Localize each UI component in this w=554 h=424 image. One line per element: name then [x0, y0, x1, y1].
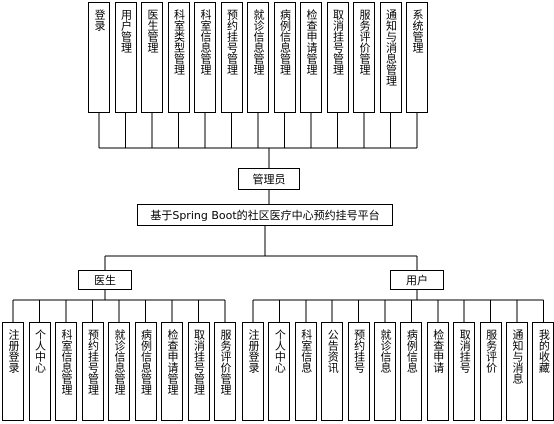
admin-module-label: 系统管理: [411, 9, 424, 53]
user-module-label: 科室信息: [299, 329, 313, 373]
admin-module-label: 病例信息管理: [278, 9, 292, 75]
admin-module-box: 用户管理: [114, 2, 137, 113]
user-module-box: 服务评价: [479, 322, 502, 421]
admin-module-label: 预约挂号管理: [225, 9, 239, 75]
doctor-module-box: 注册登录: [2, 322, 24, 421]
user-module-box: 公告资讯: [321, 322, 344, 421]
admin-module-label: 登录: [93, 9, 106, 31]
doctor-module-label: 取消挂号管理: [192, 329, 206, 395]
admin-module-box: 登录: [88, 2, 110, 113]
user-module-box: 注册登录: [242, 322, 264, 421]
admin-module-box: 检查申请管理: [300, 2, 322, 113]
admin-module-box: 病例信息管理: [273, 2, 296, 113]
admin-module-label: 医生管理: [146, 9, 159, 53]
admin-module-label: 科室类型管理: [172, 9, 186, 75]
doctor-node: 医生: [78, 270, 132, 290]
user-node-label: 用户: [406, 274, 428, 287]
user-module-box: 科室信息: [294, 322, 317, 421]
admin-module-box: 服务评价管理: [353, 2, 375, 113]
user-module-label: 公告资讯: [326, 329, 340, 373]
admin-module-label: 通知与消息管理: [384, 9, 398, 86]
user-module-box: 检查申请: [426, 322, 449, 421]
admin-module-box: 预约挂号管理: [220, 2, 243, 113]
user-module-label: 检查申请: [431, 329, 445, 373]
user-module-label: 我的收藏: [537, 329, 551, 373]
admin-module-box: 就诊信息管理: [247, 2, 269, 113]
doctor-module-box: 预约挂号管理: [81, 322, 104, 421]
user-module-label: 病例信息: [405, 329, 419, 373]
doctor-module-box: 取消挂号管理: [187, 322, 210, 421]
admin-module-box: 科室类型管理: [167, 2, 190, 113]
user-module-label: 取消挂号: [458, 329, 472, 373]
admin-module-box: 通知与消息管理: [379, 2, 402, 113]
user-module-label: 个人中心: [273, 329, 287, 373]
user-node: 用户: [390, 270, 444, 290]
admin-module-box: 系统管理: [406, 2, 428, 113]
doctor-module-label: 科室信息管理: [60, 329, 73, 395]
admin-module-label: 检查申请管理: [305, 9, 318, 75]
doctor-module-label: 个人中心: [33, 329, 47, 373]
admin-module-label: 取消挂号管理: [331, 9, 345, 75]
doctor-node-label: 医生: [94, 274, 116, 287]
user-module-label: 服务评价: [484, 329, 498, 373]
doctor-module-box: 就诊信息管理: [108, 322, 130, 421]
user-module-label: 就诊信息: [379, 329, 392, 373]
root-node: 基于Spring Boot的社区医疗中心预约挂号平台: [137, 204, 393, 226]
doctor-module-label: 服务评价管理: [219, 329, 232, 395]
doctor-module-box: 检查申请管理: [161, 322, 183, 421]
doctor-module-box: 服务评价管理: [214, 322, 236, 421]
admin-module-box: 医生管理: [141, 2, 163, 113]
doctor-module-box: 个人中心: [28, 322, 51, 421]
user-module-box: 就诊信息: [374, 322, 396, 421]
admin-module-label: 用户管理: [119, 9, 133, 53]
doctor-module-label: 检查申请管理: [166, 329, 179, 395]
user-module-box: 病例信息: [400, 322, 423, 421]
user-module-label: 注册登录: [247, 329, 260, 373]
root-node-label: 基于Spring Boot的社区医疗中心预约挂号平台: [150, 209, 380, 222]
doctor-module-box: 病例信息管理: [134, 322, 157, 421]
doctor-module-box: 科室信息管理: [55, 322, 77, 421]
admin-node-label: 管理员: [252, 173, 286, 186]
user-module-box: 我的收藏: [532, 322, 554, 421]
doctor-module-label: 注册登录: [7, 329, 20, 373]
user-module-box: 个人中心: [268, 322, 291, 421]
user-module-box: 预约挂号: [347, 322, 370, 421]
user-module-box: 取消挂号: [453, 322, 476, 421]
doctor-module-label: 病例信息管理: [139, 329, 153, 395]
admin-module-label: 科室信息管理: [199, 9, 212, 75]
user-module-box: 通知与消息: [506, 322, 528, 421]
doctor-module-label: 就诊信息管理: [113, 329, 126, 395]
admin-module-label: 就诊信息管理: [252, 9, 265, 75]
admin-module-label: 服务评价管理: [358, 9, 371, 75]
user-module-label: 通知与消息: [511, 329, 524, 384]
admin-module-box: 科室信息管理: [194, 2, 216, 113]
doctor-module-label: 预约挂号管理: [86, 329, 100, 395]
user-module-label: 预约挂号: [352, 329, 366, 373]
admin-module-box: 取消挂号管理: [326, 2, 349, 113]
admin-node: 管理员: [238, 168, 300, 190]
